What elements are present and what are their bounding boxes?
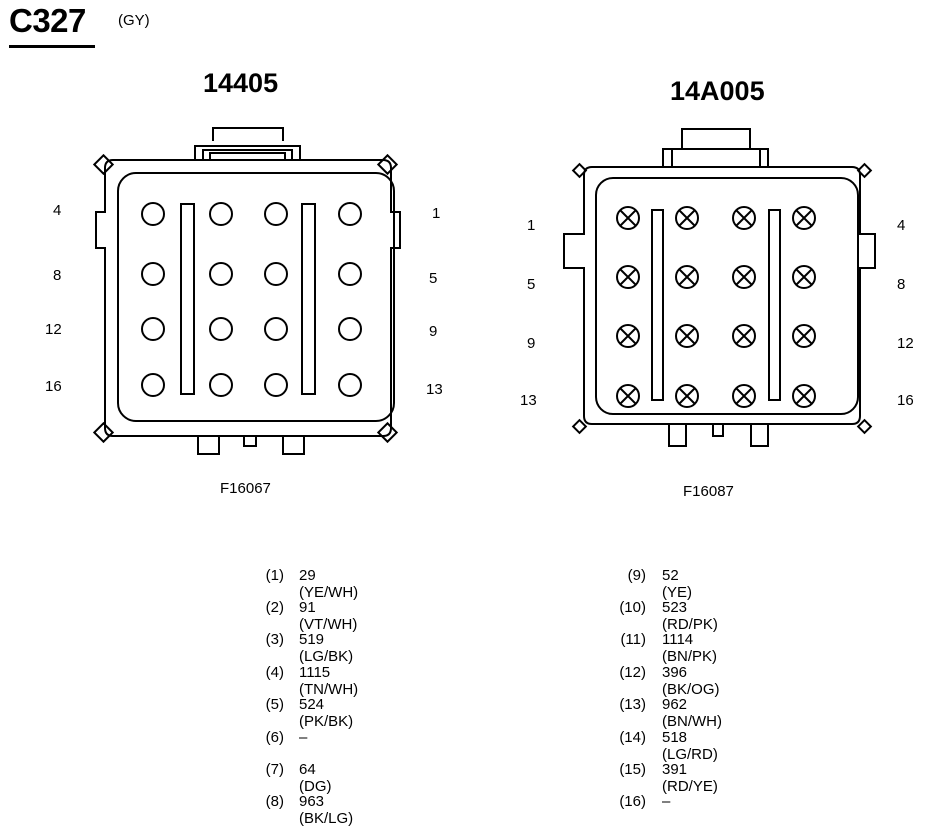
- right-pin-label: 4: [897, 217, 906, 234]
- connector-id: C327: [9, 2, 86, 39]
- circuit-label: 523 (RD/PK): [662, 599, 718, 633]
- left-cavity-grid: [141, 202, 362, 397]
- circuit-label: 962 (BN/WH): [662, 696, 722, 730]
- pin-number: (15): [619, 761, 646, 778]
- circuit-label: 1114 (BN/PK): [662, 631, 718, 665]
- circuit-label: 524 (PK/BK): [299, 696, 354, 730]
- left-pin-label: 1: [432, 205, 441, 222]
- pin-number: (10): [619, 599, 646, 616]
- right-part-number: 14A005: [670, 76, 765, 106]
- pin-number: (11): [620, 631, 646, 648]
- circuit-label: 29 (YE/WH): [299, 567, 359, 601]
- circuit-label: –: [299, 729, 308, 746]
- circuit-label: 52 (YE): [662, 567, 692, 601]
- left-pin-label: 16: [45, 378, 62, 395]
- pin-number: (5): [265, 696, 284, 713]
- left-pin-label: 13: [426, 381, 443, 398]
- circuit-label: 391 (RD/YE): [662, 761, 718, 795]
- pin-number: (3): [265, 631, 284, 648]
- circuit-label: 91 (VT/WH): [299, 599, 358, 633]
- pin-number: (13): [619, 696, 646, 713]
- pin-number: (1): [265, 567, 284, 584]
- pin-number: (16): [619, 793, 646, 810]
- circuit-label: 963 (BK/LG): [299, 793, 354, 827]
- pin-number: (7): [265, 761, 284, 778]
- right-connector-face: [563, 128, 876, 447]
- left-connector-face: [92, 127, 401, 455]
- right-pin-label: 1: [527, 217, 536, 234]
- left-pin-label: 9: [429, 323, 438, 340]
- left-pin-label: 8: [53, 267, 62, 284]
- circuit-label: 64 (DG): [299, 761, 332, 795]
- circuit-label: 396 (BK/OG): [662, 664, 720, 698]
- right-pin-label: 5: [527, 276, 536, 293]
- pin-number: (4): [265, 664, 284, 681]
- left-pin-label: 5: [429, 270, 438, 287]
- left-pin-label: 4: [53, 202, 62, 219]
- circuit-label: 519 (LG/BK): [299, 631, 354, 665]
- right-pin-label: 13: [520, 392, 537, 409]
- circuit-label: –: [662, 793, 671, 810]
- left-pin-label: 12: [45, 321, 62, 338]
- left-figure-number: F16067: [220, 480, 271, 497]
- circuit-label: 1115 (TN/WH): [299, 664, 359, 698]
- pin-number: (9): [627, 567, 646, 584]
- pin-number: (8): [265, 793, 284, 810]
- right-pin-label: 8: [897, 276, 906, 293]
- pin-number: (2): [265, 599, 284, 616]
- right-pin-label: 12: [897, 335, 914, 352]
- right-pin-label: 16: [897, 392, 914, 409]
- title-underline: [9, 45, 95, 48]
- left-part-number: 14405: [203, 68, 279, 98]
- right-figure-number: F16087: [683, 483, 734, 500]
- circuit-label: 518 (LG/RD): [662, 729, 718, 763]
- pin-number: (14): [619, 729, 646, 746]
- pin-number: (12): [619, 664, 646, 681]
- pin-number: (6): [265, 729, 284, 746]
- right-terminal-grid: [616, 206, 816, 408]
- connector-color: (GY): [118, 12, 150, 29]
- right-pin-label: 9: [527, 335, 536, 352]
